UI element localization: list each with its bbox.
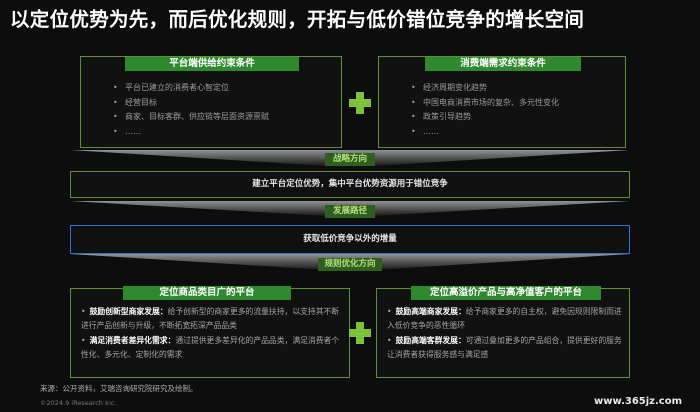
strategy-direction-label: 战略方向 [325,153,375,166]
plus-icon [349,322,371,344]
demand-constraints-list: 经济周期变化趋势 中国电商消费市场的复杂、多元性变化 政策引导趋势 …… [411,81,559,139]
list-item: •满足消费者差异化需求：通过提供更多差异化的产品品类，满足消费者个性化、多元化、… [81,335,340,359]
broad-category-platform-box: 定位商品类目广的平台 •鼓励创新型商家发展：给予创新型的商家更多的流量扶持，以支… [70,286,350,378]
page-title: 以定位优势为先，而后优化规则，开拓与低价错位竞争的增长空间 [10,8,585,31]
broad-category-platform-header: 定位商品类目广的平台 [123,286,291,300]
list-item: 中国电商消费市场的复杂、多元性变化 [411,96,559,111]
list-item: 平台已建立的消费者心智定位 [113,81,269,96]
list-item: •鼓励创新型商家发展：给予创新型的商家更多的流量扶持，以支持其不断进行产品创新与… [81,307,340,331]
list-item: 经济周期变化趋势 [411,81,559,96]
list-item: …… [113,125,269,140]
supply-constraints-box: 平台端供给约束条件 平台已建立的消费者心智定位 经营目标 商家、目标客群、供应链… [80,56,342,148]
list-item: 政策引导趋势 [411,110,559,125]
premium-platform-desc: •鼓励高端商家发展：给予商家更多的自主权，避免因规则限制而进入低价竞争的恶性循环… [387,305,625,362]
broad-category-platform-desc: •鼓励创新型商家发展：给予创新型的商家更多的流量扶持，以支持其不断进行产品创新与… [81,305,343,362]
demand-constraints-header: 消费端需求约束条件 [425,57,581,71]
list-item: 商家、目标客群、供应链等层面资源禀赋 [113,110,269,125]
list-item: 经营目标 [113,96,269,111]
list-item: …… [411,125,559,140]
development-path-label: 发展路径 [325,205,375,218]
source-note: 来源：公开资料，艾瑞咨询研究院研究及绘制。 [40,384,198,393]
supply-constraints-header: 平台端供给约束条件 [125,57,299,71]
list-item: •鼓励高端商家发展：给予商家更多的自主权，避免因规则限制而进入低价竞争的恶性循环 [387,307,622,331]
plus-icon [349,92,371,114]
development-path-bar: 获取低价竞争以外的增量 [70,225,630,254]
watermark: www.365jz.com [594,396,683,407]
rule-optimization-label: 规则优化方向 [318,258,382,271]
premium-platform-box: 定位高溢价产品与高净值客户的平台 •鼓励高端商家发展：给予商家更多的自主权，避免… [376,286,630,378]
supply-constraints-list: 平台已建立的消费者心智定位 经营目标 商家、目标客群、供应链等层面资源禀赋 …… [113,81,269,139]
premium-platform-header: 定位高溢价产品与高净值客户的平台 [411,286,601,300]
demand-constraints-box: 消费端需求约束条件 经济周期变化趋势 中国电商消费市场的复杂、多元性变化 政策引… [378,56,626,148]
list-item: •鼓励高端客群发展：可通过叠加更多的产品组合，提供更好的服务让消费者获得服务感与… [387,335,622,359]
strategy-bar: 建立平台定位优势，集中平台优势资源用于错位竞争 [70,171,630,198]
copyright: ©2024.9 iResearch Inc. [40,399,117,407]
